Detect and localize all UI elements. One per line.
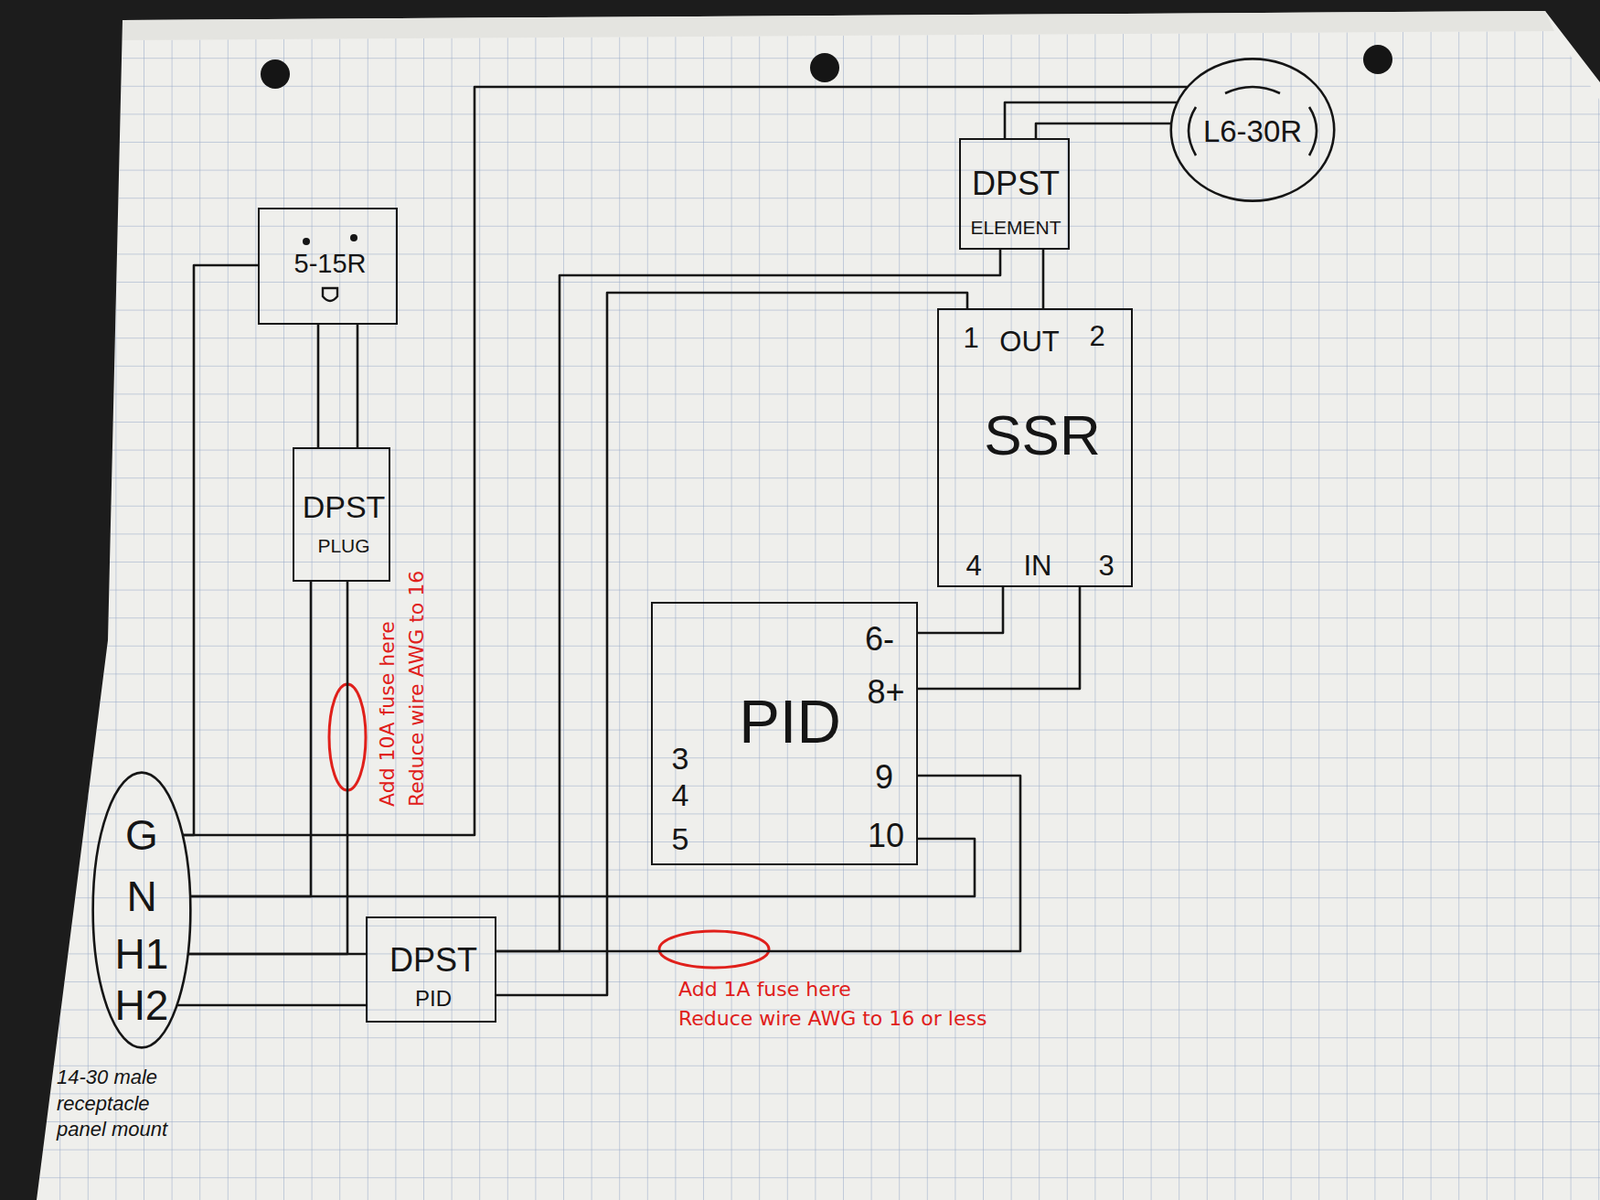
wire-note: Reduce wire AWG to 16: [404, 570, 431, 807]
pin-label: 4: [672, 778, 690, 812]
pin-label: 5: [672, 821, 690, 856]
receptacle-circle: L6-30R: [1168, 56, 1337, 203]
pin-label: 2: [1088, 320, 1105, 352]
node-title: L6-30R: [1203, 115, 1302, 149]
pin-label: OUT: [999, 326, 1059, 358]
wire: [917, 586, 1003, 633]
pin-label: PLUG: [317, 534, 370, 556]
node-title: PID: [738, 687, 842, 756]
node-title: G: [125, 811, 159, 859]
wire: [182, 86, 1188, 835]
wire: [1004, 102, 1178, 139]
pin-label: 3: [672, 741, 690, 776]
wire: [356, 324, 360, 448]
wire: [496, 292, 968, 995]
binder-hole: [260, 59, 290, 89]
wire: [917, 586, 1080, 689]
node-title: DPST: [302, 490, 386, 524]
fuse-note: Add 1A fuse here: [678, 976, 852, 1003]
node-title: 5-15R: [294, 249, 367, 279]
pin-label: N: [126, 873, 157, 920]
wire: [496, 249, 1001, 951]
controller-box: PID 6- 8+ 9 10 34 5: [650, 601, 918, 865]
node-title: 1: [962, 322, 979, 354]
node-title: DPST: [389, 941, 478, 979]
wire: [182, 265, 258, 835]
pin-label: 6-: [864, 620, 895, 658]
wire: [188, 952, 366, 956]
grid-lines: [36, 31, 1600, 1200]
switch-box: DPST ELEMENT: [959, 138, 1070, 250]
wire: [317, 324, 320, 448]
pin-label: 3: [1098, 550, 1114, 582]
pin-label: 10: [867, 817, 905, 854]
wire-note: Reduce wire AWG to 16 or less: [678, 1005, 987, 1033]
fuse-note: Add 10A fuse here: [374, 620, 402, 807]
pin-label: IN: [1024, 550, 1053, 582]
switch-box: DPST PLUG: [292, 447, 391, 582]
paper-sheet: [36, 10, 1600, 1200]
wire: [1035, 123, 1172, 139]
node-title: DPST: [971, 165, 1060, 203]
pin-label: ELEMENT: [970, 216, 1061, 238]
binder-hole: [810, 53, 840, 83]
handwritten-note: 14-30 male receptacle panel mount: [56, 1064, 185, 1143]
fuse-marker: [659, 930, 769, 968]
pin-label: H1: [115, 930, 170, 978]
pin-label: 8+: [866, 673, 905, 711]
pin-label: SSR: [983, 404, 1100, 467]
pin-label: H2: [115, 981, 170, 1029]
pin-label: 9: [874, 758, 894, 796]
inlet-oval: GN H1H2: [91, 768, 192, 1052]
relay-box: 1 OUT 2SSR 4 IN 3: [937, 308, 1133, 587]
wire: [190, 838, 975, 896]
pin-label: 4: [965, 550, 982, 582]
pin-label: PID: [415, 986, 452, 1011]
wire: [190, 581, 311, 896]
switch-box: DPST PID: [365, 916, 497, 1023]
wire: [496, 775, 1021, 951]
outlet-box: 5-15R: [257, 207, 398, 325]
wire: [177, 1003, 367, 1007]
wire: [1042, 249, 1046, 309]
binder-hole: [1363, 44, 1393, 75]
perforation-strip: [122, 10, 1555, 41]
wire: [188, 581, 348, 954]
